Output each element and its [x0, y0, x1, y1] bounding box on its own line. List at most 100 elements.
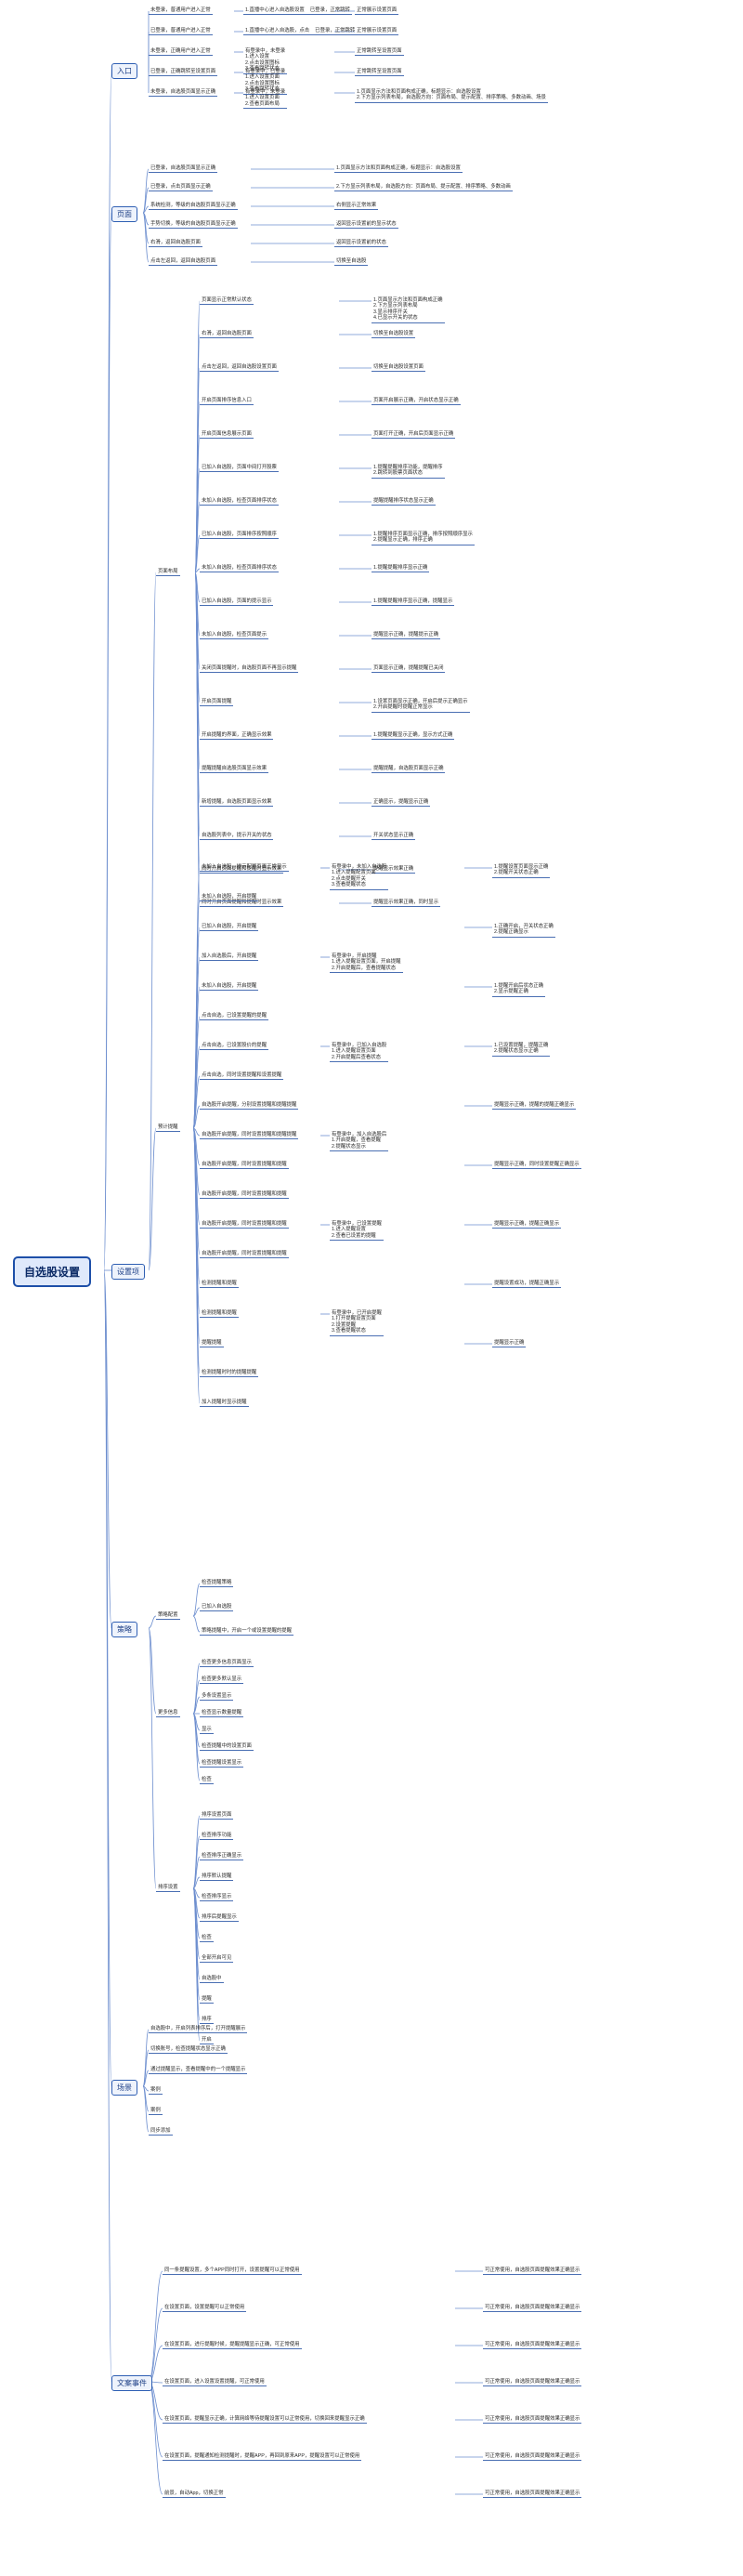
- connector-line: [192, 1127, 201, 1404]
- subbranch-sort: 排序设置: [156, 1885, 180, 1893]
- sort-item: 全部开启可见: [200, 1955, 234, 1964]
- layout-item: 页面显示正常默认状态: [200, 297, 254, 306]
- misc-item: 通过提醒显示，查看提醒中的一个提醒显示: [149, 2067, 248, 2075]
- misc-item: 案例: [149, 2087, 163, 2096]
- sort-item: 排序默认提醒: [200, 1873, 234, 1882]
- page-item: 点击左返回，返回自选股页面: [149, 258, 218, 267]
- layout-item: 已加入自选股，页面排序按照顺序: [200, 532, 279, 540]
- connector-line: [194, 568, 201, 573]
- sort-item: 检查排序显示: [200, 1894, 234, 1902]
- more-item: 检查更多信息页面显示: [200, 1660, 254, 1668]
- remind-result: 提醒显示正确: [492, 1340, 527, 1348]
- connector-line: [192, 1887, 201, 1960]
- more-item: 检查: [200, 1777, 214, 1785]
- connector-line: [103, 1269, 112, 2087]
- strategy-item: 已加入自选股: [200, 1604, 234, 1612]
- entry-item: 未登录，自选股页面显示正确: [149, 89, 218, 98]
- subbranch-pagelayout: 页面布局: [156, 569, 180, 577]
- layout-result: 切换至自选股设置: [372, 331, 416, 339]
- remind-result: 提醒显示正确，同时设置提醒正确显示: [492, 1162, 581, 1170]
- connector-line: [192, 1835, 201, 1889]
- remind-item: 未加入自选股，开启提醒: [200, 983, 259, 992]
- layout-result: 页面开启展示正确，开启状态显示正确: [372, 398, 461, 406]
- layout-item: 未加入自选股，检查页面排序状态: [200, 498, 279, 506]
- entry-item: 已登录，普通用户进入正常: [149, 28, 213, 36]
- connector-line: [148, 2381, 163, 2458]
- entry-result: 正常跳转至设置页面: [355, 48, 404, 57]
- remind-result: 1.提醒设置页面显示正确 2.提醒开关状态正确: [492, 864, 551, 878]
- copy-result: 可正常使用，自选股页面提醒效果正确显示: [483, 2267, 582, 2276]
- remind-condition: 有登录中，已加入自选股 1.进入提醒设置页面 2.开启提醒后查看状态: [330, 1043, 389, 1063]
- connector-line: [192, 1856, 201, 1889]
- connector-line: [148, 572, 157, 1271]
- remind-item: 自选股开启提醒，分别设置提醒和提醒提醒: [200, 1102, 299, 1111]
- layout-item: 同时开启页面提醒和提醒时显示效果: [200, 900, 284, 908]
- layout-item: 点击左返回，返回自选股设置页面: [200, 364, 279, 373]
- remind-condition: 有登录中，未加入自选股 1.进入提醒配置页面 2.点击提醒开关 3.查看提醒状态: [330, 864, 389, 890]
- layout-item: 自选股列表中，提示开关的状态: [200, 833, 274, 841]
- connector-line: [103, 212, 112, 1271]
- remind-result: 1.正确开启，开关状态正确 2.提醒正确显示: [492, 924, 555, 938]
- page-result: 切换至自选股: [334, 258, 369, 267]
- connector-line: [192, 1607, 201, 1617]
- layout-result: 1.设置页面显示正确，开启后提示正确显示 2.开启提醒时提醒正常显示: [372, 699, 470, 713]
- entry-condition: 有登录中，未登录 1.进入设置页面 2.查看页面布局: [243, 89, 288, 110]
- remind-item: 自选股开启提醒，同时设置提醒和提醒: [200, 1191, 289, 1200]
- layout-item: 新增提醒，自选股页面显示效果: [200, 799, 274, 808]
- copy-result: 可正常使用，自选股页面提醒效果正确显示: [483, 2379, 582, 2387]
- connector-line: [148, 1627, 157, 1889]
- strategy-item: 策略提醒中，开启一个或设置提醒的提醒: [200, 1628, 294, 1636]
- connector-line: [192, 1887, 201, 2042]
- strategy-item: 检查提醒策略: [200, 1580, 234, 1588]
- remind-result: 1.已设置提醒，提醒正确 2.提醒状态显示正确: [492, 1043, 551, 1057]
- layout-item: 开启页面信息展示页面: [200, 431, 254, 440]
- connector-line: [142, 2049, 150, 2087]
- layout-item: 未加入自选股，检查页面提示: [200, 632, 269, 640]
- layout-item: 开启提醒的界面，正确显示效果: [200, 732, 274, 741]
- entry-item: 未登录，普通用户进入正常: [149, 7, 213, 16]
- connector-line: [142, 205, 150, 214]
- branch-entry_misc: 场景: [111, 2080, 137, 2096]
- connector-line: [142, 187, 150, 214]
- connector-line: [103, 1269, 112, 2383]
- remind-condition: 有登录中，已开启提醒 1.打开提醒设置页面 2.设置提醒 3.查看提醒状态: [330, 1310, 384, 1336]
- connector-line: [192, 1696, 201, 1715]
- subbranch-strategy_set: 策略配置: [156, 1612, 180, 1621]
- more-item: 检查显示数量提醒: [200, 1710, 244, 1718]
- copy-item: 在设置页面，进入设置设置提醒，可正常使用: [163, 2379, 267, 2387]
- layout-item: 同时开启页面提醒和提醒时显示效果: [200, 866, 284, 874]
- connector-line: [148, 2307, 163, 2383]
- layout-result: 1.页面显示方法和页面构成正确 2.下方显示列表布局 3.显示排序开关 4.已显…: [372, 297, 445, 323]
- subbranch-remind: 预计提醒: [156, 1124, 180, 1133]
- copy-result: 可正常使用，自选股页面提醒效果正确显示: [483, 2416, 582, 2425]
- connector-line: [192, 1713, 201, 1781]
- connector-line: [148, 1627, 157, 1715]
- remind-item: 未加入自选股，开启提醒: [200, 894, 259, 902]
- sort-item: 排序: [200, 2017, 214, 2025]
- copy-item: 在设置页面，提醒通知检测提醒时，提醒APP，再回到原来APP，提醒设置可以正常使…: [163, 2453, 362, 2462]
- entry-condition: 有登录中，未登录 1.进入设置 2.点击设置图标 3.查看跳转状态: [243, 48, 288, 74]
- copy-item: 在设置页面，提醒显示正确，计算网络等待提醒设置可以正常使用，切换回来提醒显示正确: [163, 2416, 367, 2425]
- copy-result: 可正常使用，自选股页面提醒效果正确显示: [483, 2453, 582, 2462]
- connector-line: [192, 1127, 201, 1137]
- remind-result: 提醒设置成功，提醒正确显示: [492, 1281, 562, 1289]
- layout-result: 1.提醒提醒排序功能，提醒排序 2.跳转到股票页面状态: [372, 465, 445, 479]
- remind-result: 提醒显示正确，提醒正确显示: [492, 1221, 562, 1229]
- remind-item: 点击自选，同时设置提醒和设置提醒: [200, 1072, 284, 1081]
- layout-result: 1.提醒提醒排序显示正确，提醒显示: [372, 598, 455, 607]
- layout-result: 提醒显示正确，提醒提示正确: [372, 632, 441, 640]
- connector-line: [142, 2070, 150, 2087]
- remind-item: 自选股开启提醒，同时设置提醒和提醒: [200, 1221, 289, 1229]
- page-result: 2.下方显示列表布局，自选股方向：页面布局、提示配置、排序策略、多数动画: [334, 184, 513, 192]
- entry-condition: 1.直播中心进入自选股，点击 已登录，正常跳转: [243, 28, 358, 36]
- connector-line: [192, 1679, 201, 1715]
- remind-item: 检测提醒和提醒: [200, 1310, 239, 1319]
- layout-result: 提醒提醒，自选股页面显示正确: [372, 766, 446, 774]
- layout-result: 1.提醒排序页面显示正确，排序按照顺序显示 2.提醒显示正确，排序正确: [372, 532, 475, 545]
- page-result: 1.页面显示方法和页面构成正确，标题显示：自选股设置: [334, 165, 463, 174]
- copy-item: 前景，自动App，切换正常: [163, 2491, 226, 2499]
- more-item: 多条设置显示: [200, 1693, 234, 1702]
- entry-result: 正常跳转至设置页面: [355, 69, 404, 77]
